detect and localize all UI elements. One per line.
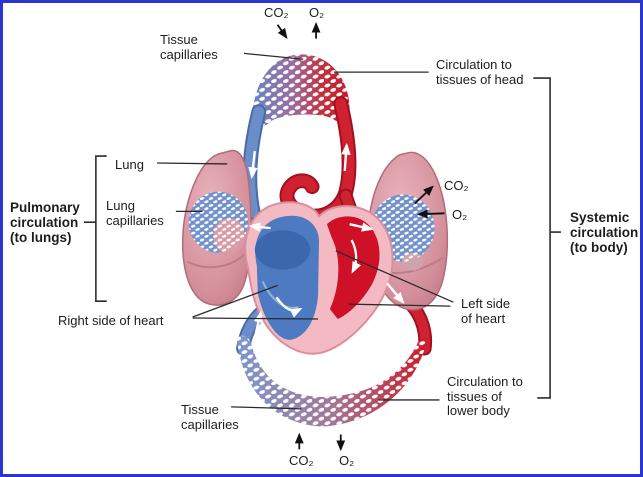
label-tissue-capillaries-top: Tissue capillaries bbox=[160, 32, 218, 62]
label-circulation-lower: Circulation to tissues of lower body bbox=[447, 374, 523, 419]
label-pulmonary-circulation: Pulmonary circulation (to lungs) bbox=[10, 200, 80, 246]
label-left-side-heart: Left side of heart bbox=[461, 296, 511, 326]
label-lung: Lung bbox=[115, 157, 144, 172]
label-top-o2: O₂ bbox=[309, 5, 325, 20]
blood-flow-arrows bbox=[248, 142, 405, 334]
tissue-capillaries-bottom-line bbox=[231, 406, 302, 410]
systemic-bracket bbox=[533, 77, 561, 399]
tissue-capillaries-top-line bbox=[243, 52, 304, 60]
lung-line bbox=[157, 162, 228, 165]
bottom-capillary-bed bbox=[237, 335, 426, 427]
top-capillary-bed bbox=[251, 54, 350, 129]
left-lung bbox=[182, 149, 252, 306]
right-side-heart-line-upper bbox=[192, 284, 278, 318]
heart bbox=[244, 201, 394, 355]
label-bottom-co2: CO₂ bbox=[289, 453, 314, 468]
left-lung-capillaries bbox=[188, 191, 248, 254]
left-side-heart-line-lower bbox=[348, 303, 451, 307]
label-circulation-head: Circulation to tissues of head bbox=[436, 57, 524, 87]
label-lung-capillaries: Lung capillaries bbox=[106, 198, 164, 228]
lung-co2-arrow bbox=[414, 185, 434, 205]
label-tissue-capillaries-bottom: Tissue capillaries bbox=[181, 402, 239, 432]
label-top-co2: CO₂ bbox=[264, 5, 289, 20]
right-side-heart-line-lower bbox=[192, 317, 319, 320]
gas-arrows bbox=[276, 21, 445, 452]
label-lung-o2: O₂ bbox=[452, 207, 468, 222]
label-systemic-circulation: Systemic circulation (to body) bbox=[570, 210, 639, 256]
lung-o2-arrow bbox=[416, 209, 445, 219]
top-co2-arrow bbox=[276, 24, 288, 40]
label-right-side-heart: Right side of heart bbox=[58, 313, 164, 328]
pointer-lines bbox=[157, 52, 454, 410]
circulatory-diagram-art bbox=[84, 21, 561, 452]
left-side-heart-line-upper bbox=[335, 250, 454, 303]
pulmonary-bracket bbox=[84, 155, 107, 302]
label-lung-co2: CO₂ bbox=[444, 178, 469, 193]
label-bottom-o2: O₂ bbox=[339, 453, 355, 468]
